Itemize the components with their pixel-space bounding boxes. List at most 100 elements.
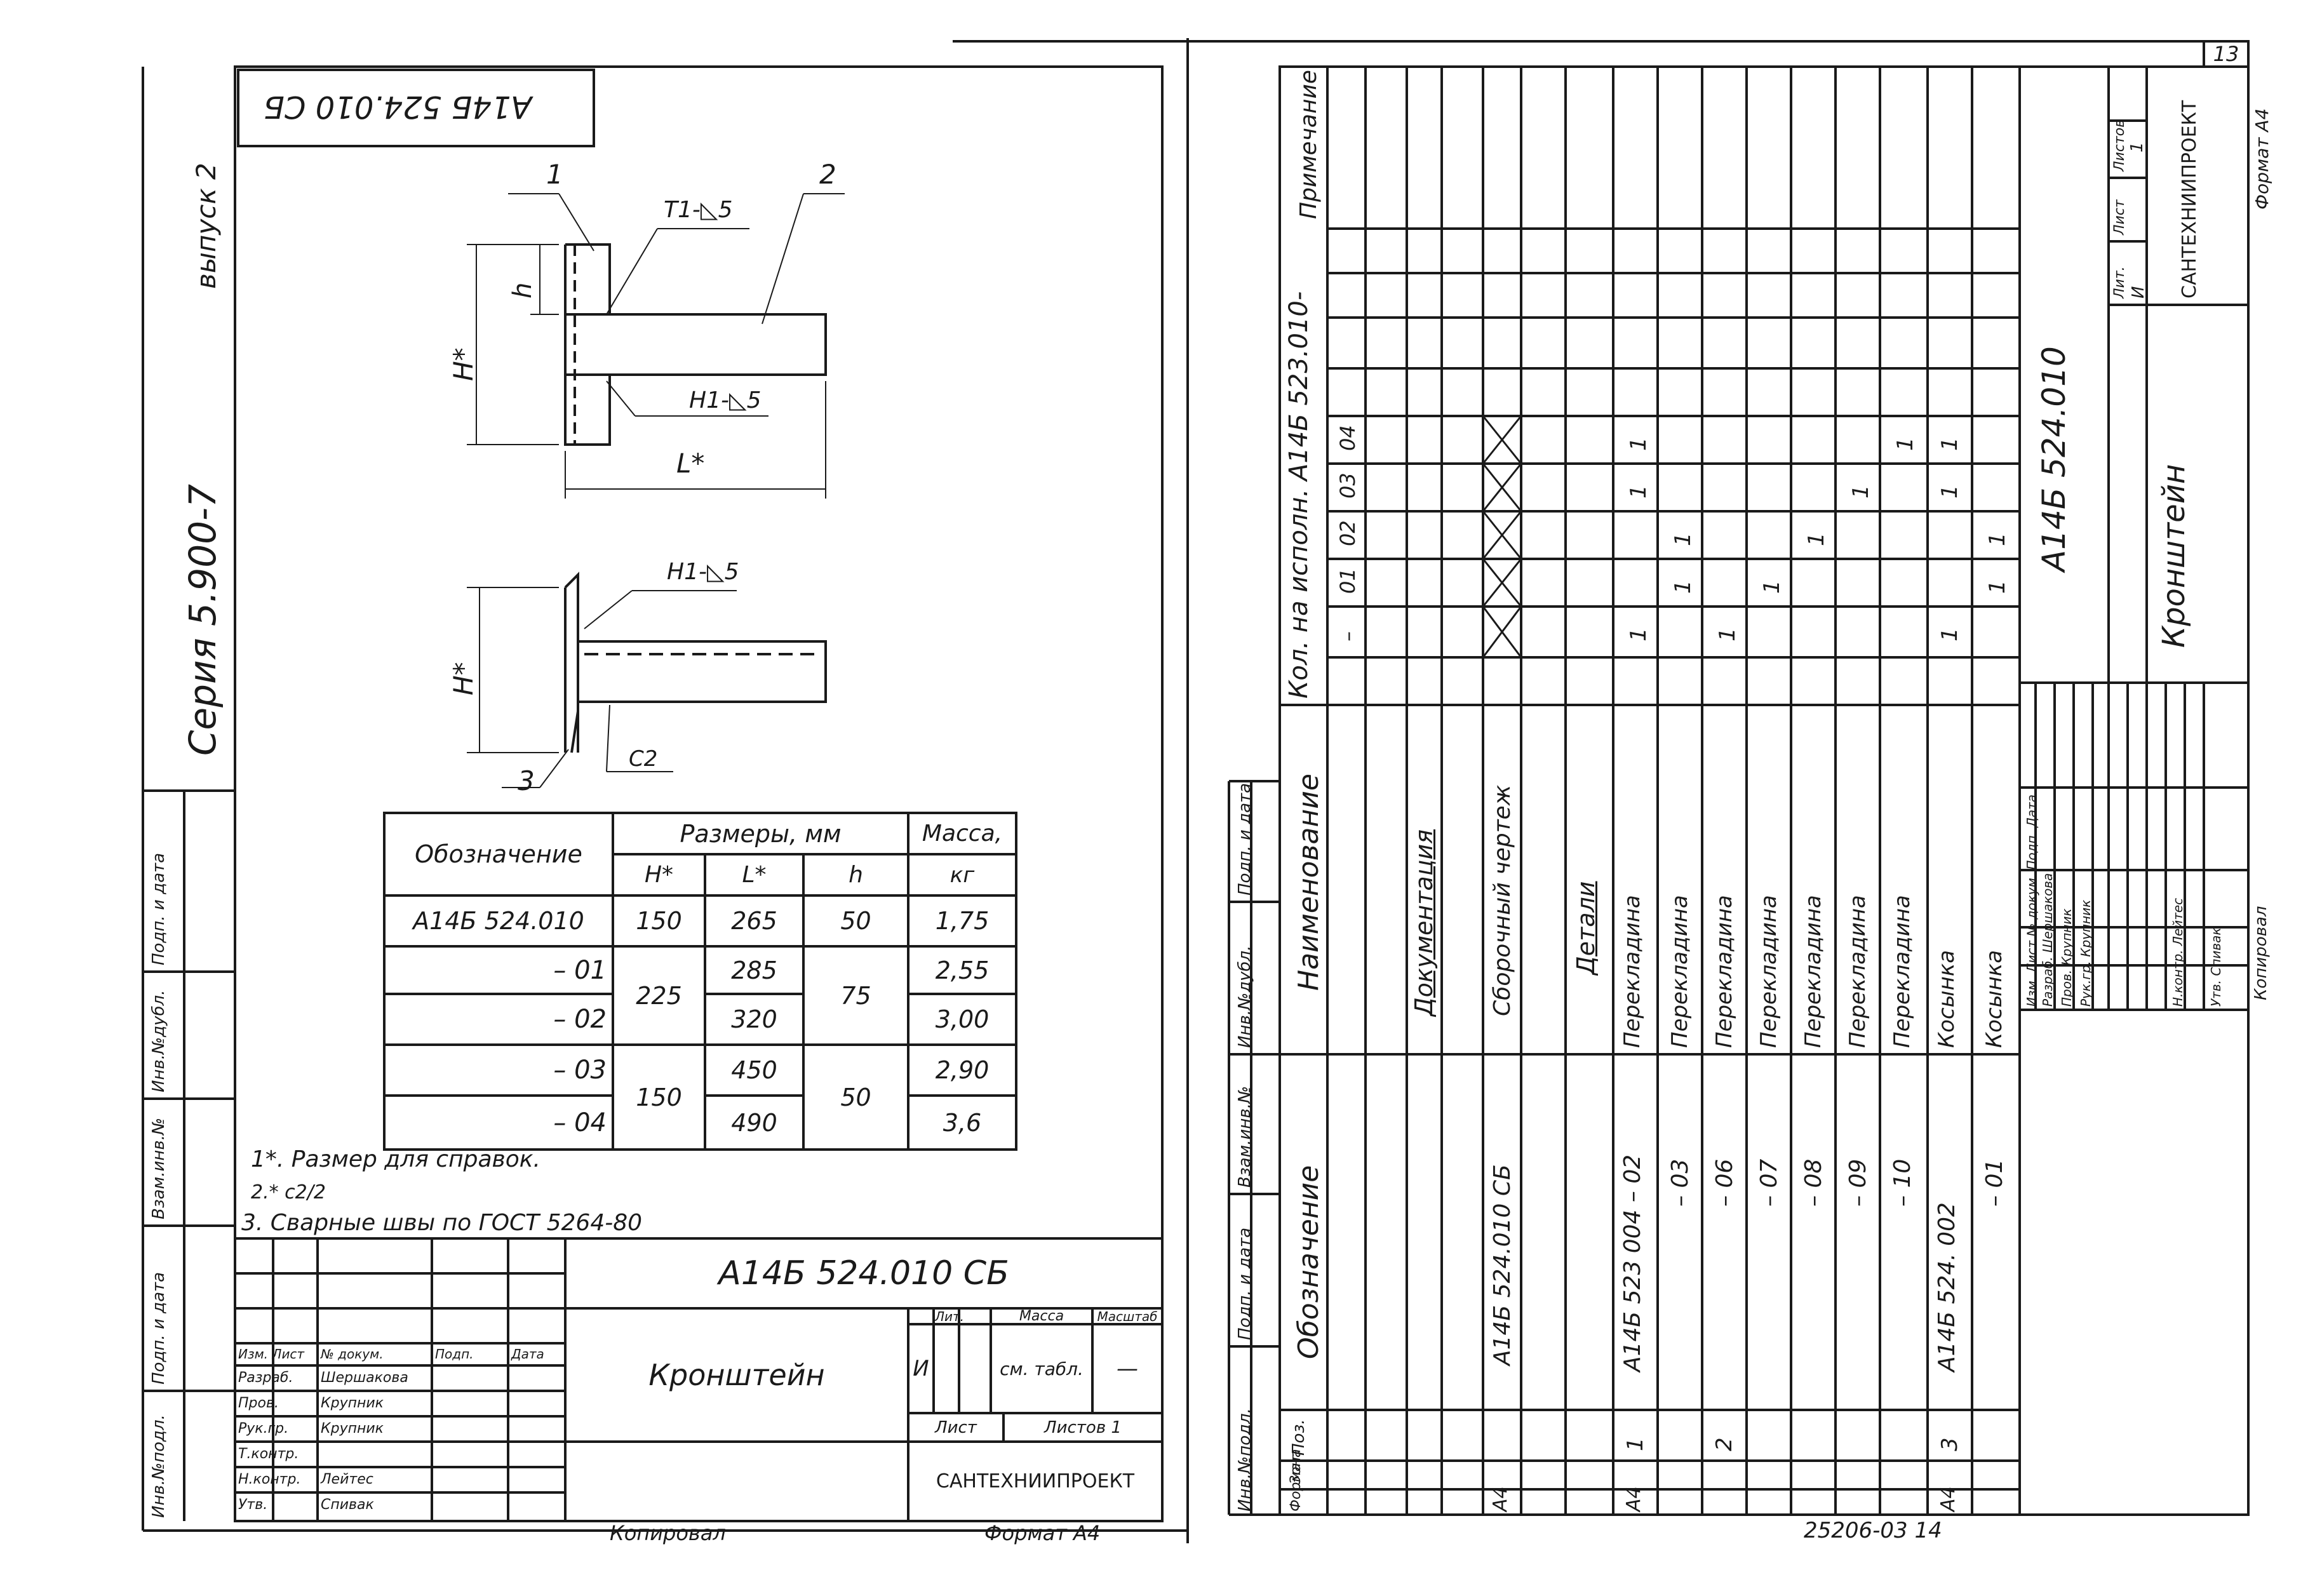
spec-row-designation: А14Б 523 004 – 02 xyxy=(1620,1154,1646,1372)
weld-label-mid: Н1-◺5 xyxy=(689,387,762,413)
signer-role: Рук.гр. xyxy=(238,1421,289,1437)
right-title-code: А14Б 524.010 xyxy=(2036,346,2072,572)
size-row-designation: А14Б 524.010 xyxy=(413,907,584,935)
size-row-L: 450 xyxy=(731,1056,777,1084)
spec-row-qty: 1 xyxy=(1670,532,1696,546)
spec-header-qty: Кол. на исполн. А14Б 523.010- xyxy=(1284,291,1313,699)
right-title-name: Кронштейн xyxy=(2156,464,2192,648)
leader-label-2: 2 xyxy=(819,159,836,190)
variant-header: 04 xyxy=(1336,425,1360,451)
spec-row-designation: А14Б 524.010 СБ xyxy=(1489,1164,1515,1365)
signer-name: Шершакова xyxy=(321,1370,408,1386)
leader-label-3: 3 xyxy=(518,765,535,796)
note-2: 2.* c2/2 xyxy=(251,1181,326,1204)
bottom-code: 25206-03 14 xyxy=(1804,1518,1942,1543)
spec-row-pos: 1 xyxy=(1623,1437,1648,1451)
org-name: САНТЕХНИИПРОЕКТ xyxy=(936,1470,1135,1492)
spec-header-note: Примечание xyxy=(1296,69,1322,219)
spec-row-qty: 1 xyxy=(1848,485,1874,499)
spec-row-format: А4 xyxy=(1623,1486,1645,1512)
spec-row-qty: 1 xyxy=(1985,580,2010,594)
spec-row-pos: 3 xyxy=(1937,1437,1963,1451)
spec-row-format: А4 xyxy=(1489,1486,1512,1512)
series-label: Серия 5.900-7 xyxy=(181,484,224,756)
side-label: Взам.инв.№ xyxy=(149,1118,168,1219)
dim-H2: H* xyxy=(448,662,479,695)
weld-label-top: Т1-◺5 xyxy=(664,197,733,223)
signer-role: Н.контр. xyxy=(238,1472,301,1487)
size-row-designation: – 04 xyxy=(553,1108,607,1137)
signer-header: Изм. Лист xyxy=(238,1346,305,1362)
side-label: Инв.№подл. xyxy=(149,1414,168,1518)
right-sheets-label: Листов xyxy=(2112,119,2128,171)
bracket-side-view xyxy=(467,572,827,788)
bracket-top-view xyxy=(467,193,845,499)
title-block-name: Кронштейн xyxy=(648,1358,825,1392)
footer-copied: Копировал xyxy=(610,1521,726,1545)
size-table-header-L: L* xyxy=(742,862,767,888)
spec-row-name: Перекладина xyxy=(1889,895,1915,1048)
size-row-designation: – 03 xyxy=(553,1056,607,1085)
weld-label-bottom: Н1-◺5 xyxy=(667,559,739,585)
size-row-mass: 2,90 xyxy=(935,1056,990,1084)
spec-row-designation: – 01 xyxy=(1982,1158,2008,1207)
variant-header: 02 xyxy=(1336,520,1360,546)
variant-header: 01 xyxy=(1336,568,1360,594)
right-lit-label: Лит. xyxy=(2112,266,2128,298)
spec-row-qty: 1 xyxy=(1804,532,1829,546)
right-footer-format: Формат А4 xyxy=(2252,108,2272,210)
leader-label-1: 1 xyxy=(546,159,563,190)
size-row-mass: 3,6 xyxy=(943,1108,982,1137)
signer-role: Утв. xyxy=(238,1497,268,1513)
spec-row-pos: 2 xyxy=(1712,1437,1737,1451)
spec-header-designation: Обозначение xyxy=(1292,1165,1325,1359)
spec-row-qty: 1 xyxy=(1937,485,1963,499)
spec-row-qty: 1 xyxy=(1626,437,1651,451)
signer-role: Разраб. xyxy=(238,1370,293,1386)
note-1: 1*. Размер для справок. xyxy=(251,1146,540,1172)
mass-value: см. табл. xyxy=(1000,1358,1084,1379)
spec-row-designation: – 06 xyxy=(1712,1158,1738,1207)
left-frame xyxy=(234,65,1164,1522)
spec-row-format: А4 xyxy=(1937,1486,1959,1512)
dim-h: h xyxy=(508,282,537,298)
signer-role: Пров. xyxy=(238,1395,279,1411)
spec-row-name: Перекладина xyxy=(1801,895,1826,1048)
size-table-header-h: h xyxy=(849,862,863,888)
size-row-H: 225 xyxy=(636,981,682,1010)
right-frame xyxy=(1278,65,2250,1516)
spec-row-name: Сборочный чертеж xyxy=(1489,784,1515,1016)
note-3: 3. Сварные швы по ГОСТ 5264-80 xyxy=(241,1210,643,1236)
size-row-L: 265 xyxy=(731,907,777,935)
spec-row-qty: 1 xyxy=(1670,580,1696,594)
crossed-cells xyxy=(1482,415,1522,658)
spec-row-name: Перекладина xyxy=(1667,895,1693,1048)
spec-row-designation: – 10 xyxy=(1889,1158,1916,1207)
size-row-designation: – 02 xyxy=(553,1005,607,1034)
scale-value: — xyxy=(1117,1356,1138,1381)
size-row-mass: 3,00 xyxy=(935,1005,990,1033)
side-label: Инв.№подл. xyxy=(1235,1408,1254,1512)
size-table-header-mass-unit: кг xyxy=(950,862,975,888)
spec-row-designation: – 03 xyxy=(1667,1158,1693,1207)
size-row-H: 150 xyxy=(636,907,682,935)
dim-c2: С2 xyxy=(629,746,658,772)
size-table-header-sizes: Размеры, мм xyxy=(680,819,842,848)
sheet-number: 13 xyxy=(2213,42,2239,66)
size-row-L: 285 xyxy=(731,956,777,984)
spec-header-pos: Поз. xyxy=(1289,1419,1308,1456)
signer-header: № докум. xyxy=(321,1346,384,1362)
dim-H: H* xyxy=(448,347,479,381)
signer-header: Подп. xyxy=(435,1346,474,1362)
signer-name: Лейтес xyxy=(321,1472,373,1487)
title-block-code: А14Б 524.010 СБ xyxy=(718,1254,1009,1292)
spec-row-qty: 1 xyxy=(1715,627,1740,641)
size-row-h: 50 xyxy=(840,907,871,935)
size-row-mass: 2,55 xyxy=(935,956,990,984)
signer-name: Крупник xyxy=(321,1395,384,1411)
spec-row-qty: 1 xyxy=(1985,532,2010,546)
variant-header: – xyxy=(1336,631,1360,641)
spec-row-qty: 1 xyxy=(1626,627,1651,641)
size-row-L: 320 xyxy=(731,1005,777,1033)
